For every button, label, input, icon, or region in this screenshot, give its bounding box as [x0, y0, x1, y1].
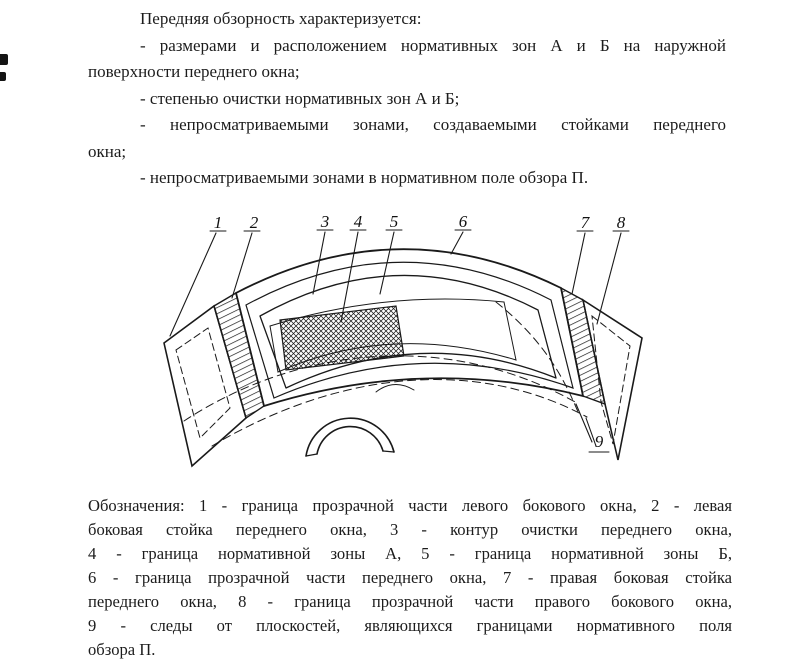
callout-5: 5 — [390, 212, 399, 231]
dash-panel-curve — [375, 384, 415, 393]
callout-9: 9 — [595, 432, 604, 451]
trace-dashed-3 — [495, 301, 579, 413]
callout-2: 2 — [250, 213, 259, 232]
leader-line-1 — [169, 232, 217, 337]
legend-line: боковая стойка переднего окна, 3 - конту… — [88, 520, 732, 539]
steering-wheel-ends — [305, 450, 395, 457]
callout-underlines — [209, 229, 630, 453]
leader-line-3 — [312, 231, 326, 295]
leader-line-7 — [571, 232, 586, 295]
windshield-diagram: 1 2 3 4 5 6 7 8 9 — [163, 212, 643, 468]
intro-line: - размерами и расположением нормативных … — [140, 35, 726, 55]
intro-line: поверхности переднего окна; — [88, 62, 300, 81]
callout-8: 8 — [617, 213, 626, 232]
intro-line: Передняя обзорность характеризуется: — [140, 9, 422, 28]
legend-line: переднего окна, 8 - граница прозрачной ч… — [88, 592, 732, 611]
callout-1: 1 — [214, 213, 223, 232]
trace-dashed-1 — [183, 355, 578, 422]
legend-line: Обозначения: 1 - граница прозрачной част… — [88, 496, 732, 515]
intro-line: окна; — [88, 141, 127, 161]
zone-a-hatch — [279, 305, 405, 371]
leader-line-6 — [450, 231, 464, 255]
leader-line-9b — [585, 417, 597, 447]
callout-4: 4 — [354, 212, 363, 231]
legend-paragraph: Обозначения: 1 - граница прозрачной част… — [88, 494, 732, 662]
legend-line: обзора П. — [88, 640, 156, 659]
callout-7: 7 — [581, 213, 591, 232]
legend-line: 4 - граница нормативной зоны А, 5 - гран… — [88, 544, 732, 563]
steering-wheel-inner — [316, 425, 384, 455]
leader-line-5 — [379, 231, 395, 295]
legend-line: 6 - граница прозрачной части переднего о… — [88, 568, 732, 587]
figure-front-visibility: 1 2 3 4 5 6 7 8 9 — [136, 206, 676, 491]
leader-line-8 — [596, 232, 622, 325]
intro-line: - непросматриваемыми зонами в нормативно… — [140, 168, 589, 187]
scan-artifact — [0, 72, 6, 81]
callout-3: 3 — [320, 212, 330, 231]
callout-6: 6 — [459, 212, 468, 231]
leader-line-4 — [340, 231, 359, 323]
trace-dashed-2 — [211, 379, 588, 447]
leader-line-2 — [231, 232, 253, 299]
left-side-window-dashed — [175, 327, 231, 439]
intro-paragraphs: Передняя обзорность характеризуется: - р… — [88, 6, 726, 192]
leader-line-9a — [575, 403, 593, 443]
scan-artifact — [0, 54, 8, 65]
intro-line: - непросматриваемыми зонами, создаваемым… — [140, 115, 726, 134]
legend-line: 9 - следы от плоскостей, являющихся гран… — [88, 616, 732, 635]
right-side-window-dashed — [591, 314, 631, 445]
windshield-inner-band — [245, 261, 574, 399]
intro-line: - степенью очистки нормативных зон А и Б… — [140, 88, 460, 108]
steering-wheel-outer — [305, 417, 395, 457]
